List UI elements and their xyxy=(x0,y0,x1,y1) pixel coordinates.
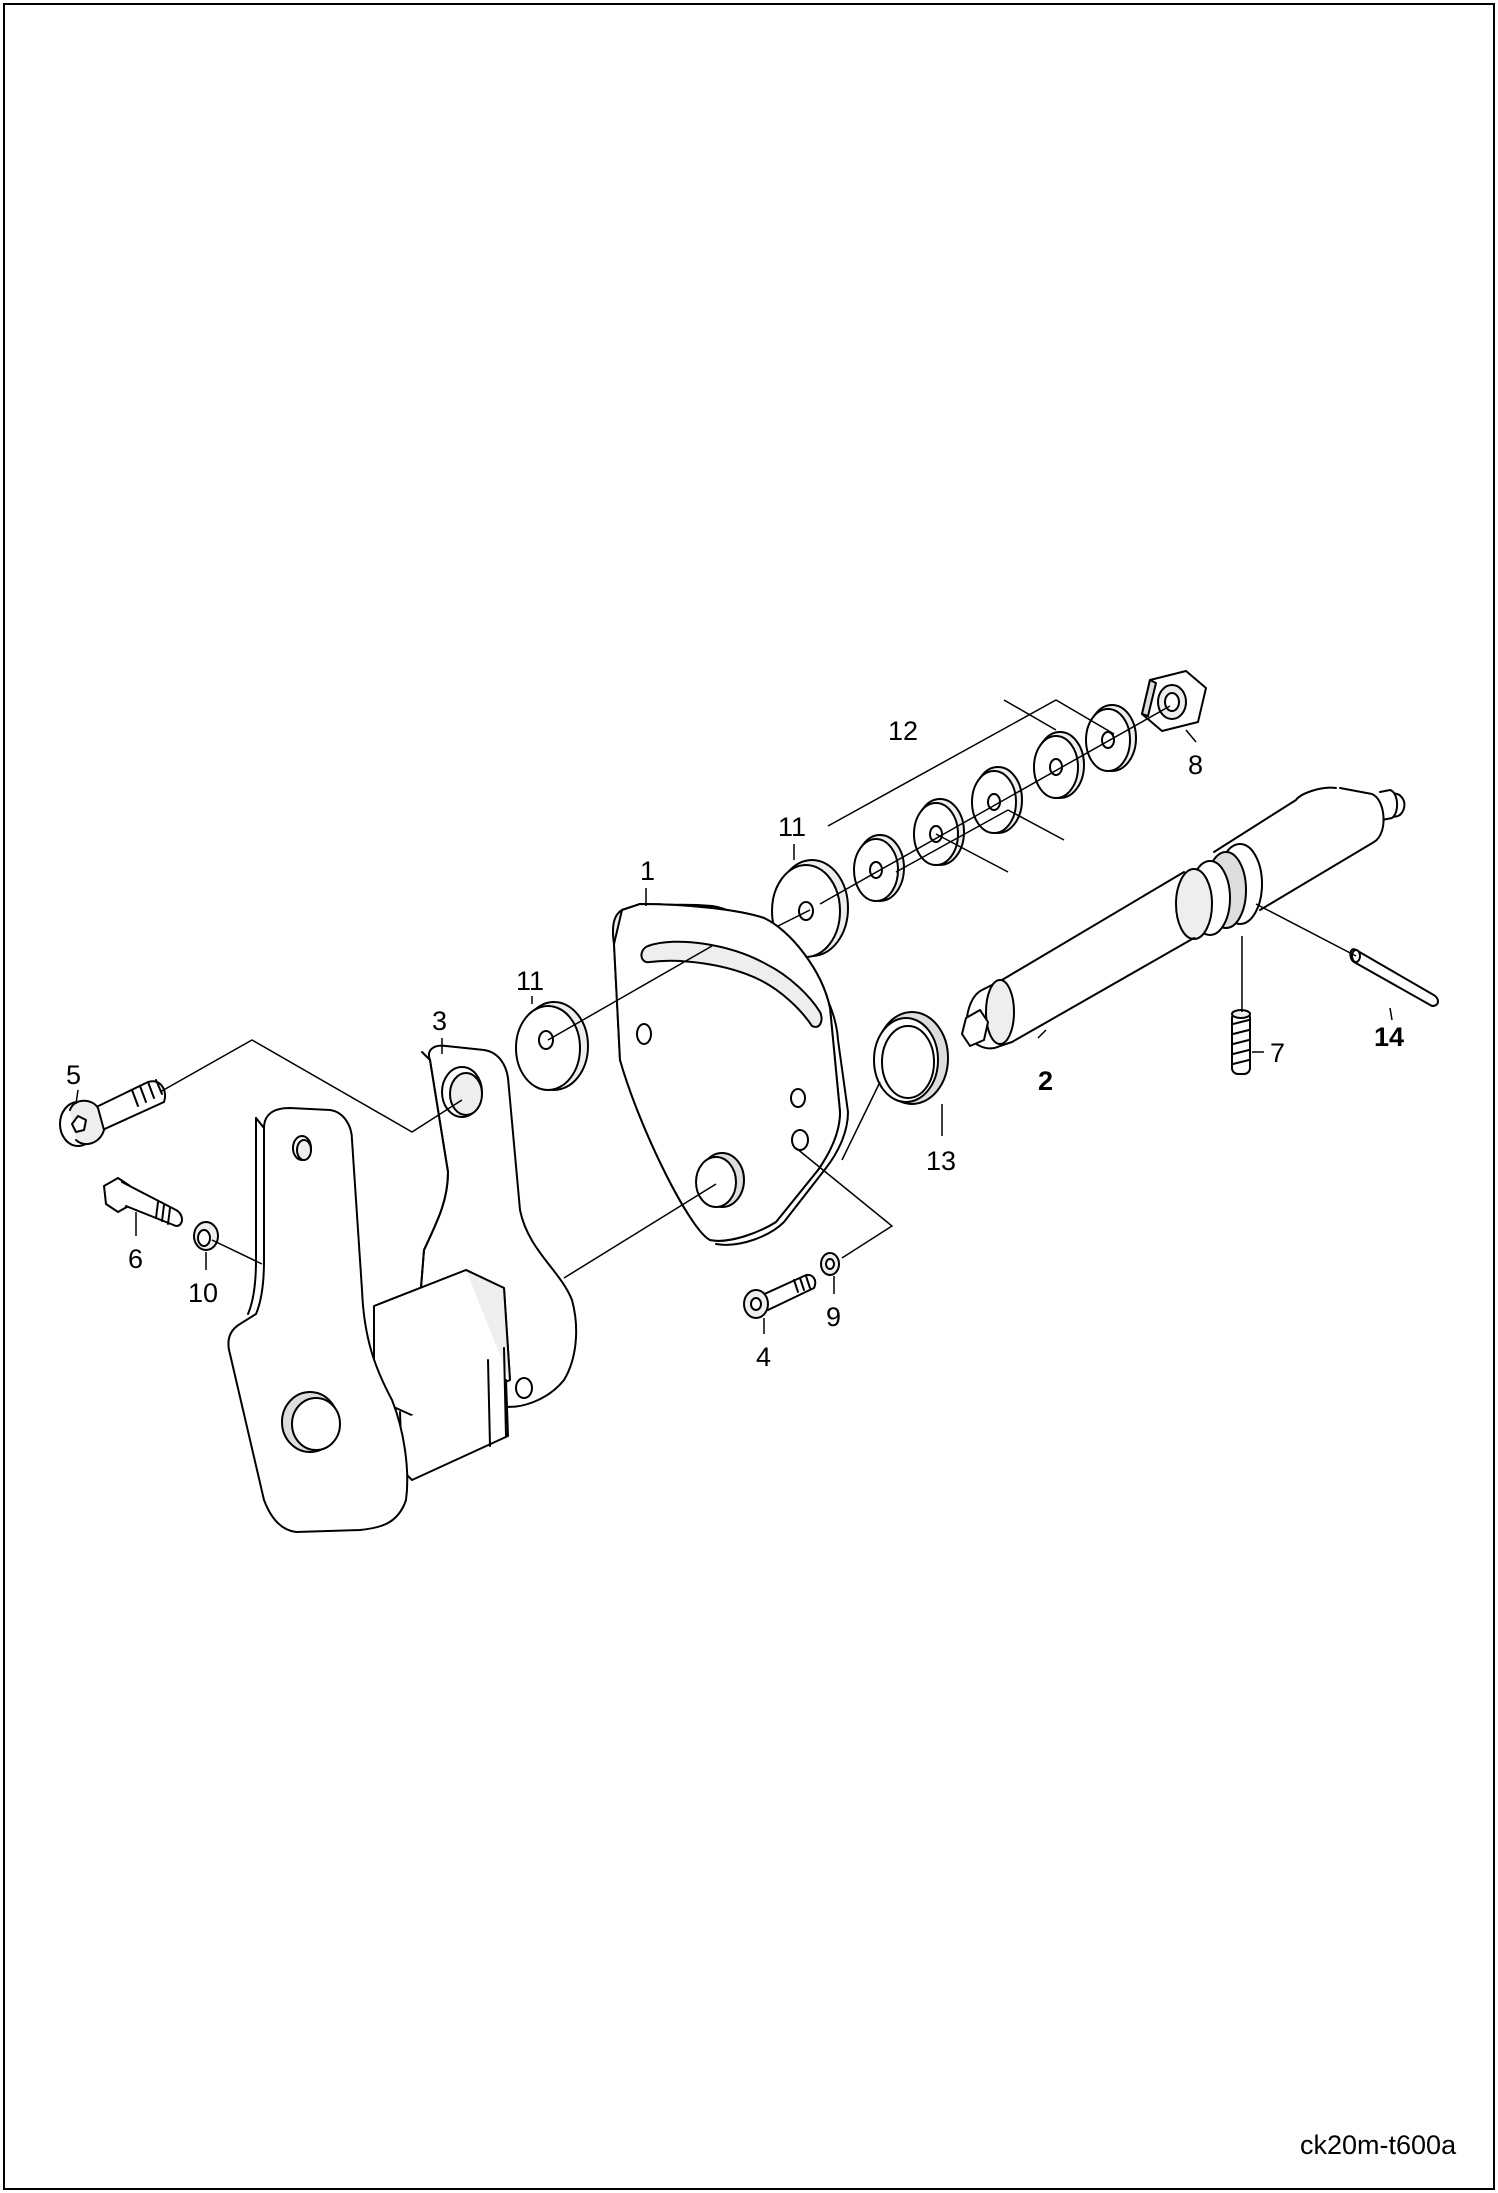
callout-2: 2 xyxy=(1038,1066,1053,1096)
part-13-ring xyxy=(873,1011,949,1105)
part-11-lower-washer xyxy=(515,1001,589,1091)
callout-8: 8 xyxy=(1188,750,1203,780)
callout-13: 13 xyxy=(926,1146,956,1176)
callout-11-upper: 11 xyxy=(778,812,806,842)
part-12-washers xyxy=(853,704,1137,902)
part-lever xyxy=(227,1107,409,1533)
callout-14: 14 xyxy=(1374,1022,1404,1052)
part-3-arm xyxy=(373,1044,578,1481)
leader-lines xyxy=(75,699,1393,1334)
callout-5: 5 xyxy=(66,1060,81,1090)
callout-10: 10 xyxy=(188,1278,218,1308)
callout-1: 1 xyxy=(640,856,655,886)
part-11-upper-washer xyxy=(771,859,849,958)
part-10-lock-washer xyxy=(193,1221,219,1251)
callout-6: 6 xyxy=(128,1244,143,1274)
callout-12: 12 xyxy=(888,716,918,746)
callout-4: 4 xyxy=(756,1342,771,1372)
part-7-set-screw xyxy=(1231,1009,1251,1075)
part-1-plate xyxy=(612,903,849,1246)
part-14-pin xyxy=(1349,948,1439,1007)
callout-11-lower: 11 xyxy=(516,966,544,996)
part-6-hex-bolt xyxy=(103,1177,183,1227)
part-5-cap-screw xyxy=(59,1079,166,1147)
callout-3: 3 xyxy=(432,1006,447,1036)
callout-7: 7 xyxy=(1270,1038,1285,1068)
diagram-frame xyxy=(3,3,1495,2190)
callout-9: 9 xyxy=(826,1302,841,1332)
part-9-washer xyxy=(820,1252,840,1276)
drawing-reference-code: ck20m-t600a xyxy=(1300,2130,1457,2160)
part-2-shaft xyxy=(961,786,1406,1050)
part-4-cap-screw xyxy=(743,1274,817,1319)
part-8-hex-nut xyxy=(1141,670,1207,732)
